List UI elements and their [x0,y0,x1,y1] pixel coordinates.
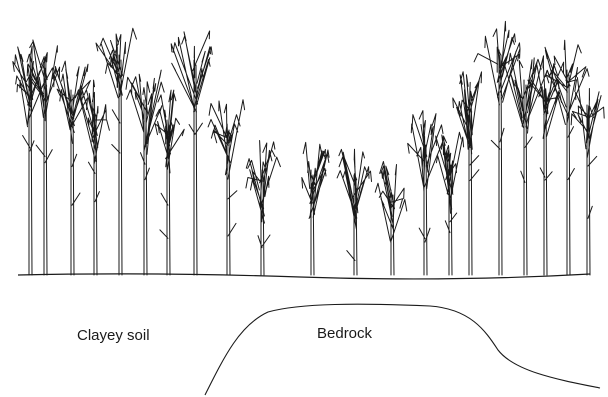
tree-crown [208,100,245,236]
bedrock-outline [205,304,600,395]
tree-trunk [567,70,570,275]
clayey-soil-label: Clayey soil [77,327,150,344]
tree-crown [302,142,329,218]
tree-crown [408,111,443,243]
ground-line [18,274,590,279]
tree-crown [571,78,604,219]
tree-crown [171,31,212,134]
tree-group [13,21,604,275]
bedrock-label: Bedrock [317,325,372,342]
tree-crown [75,80,109,202]
